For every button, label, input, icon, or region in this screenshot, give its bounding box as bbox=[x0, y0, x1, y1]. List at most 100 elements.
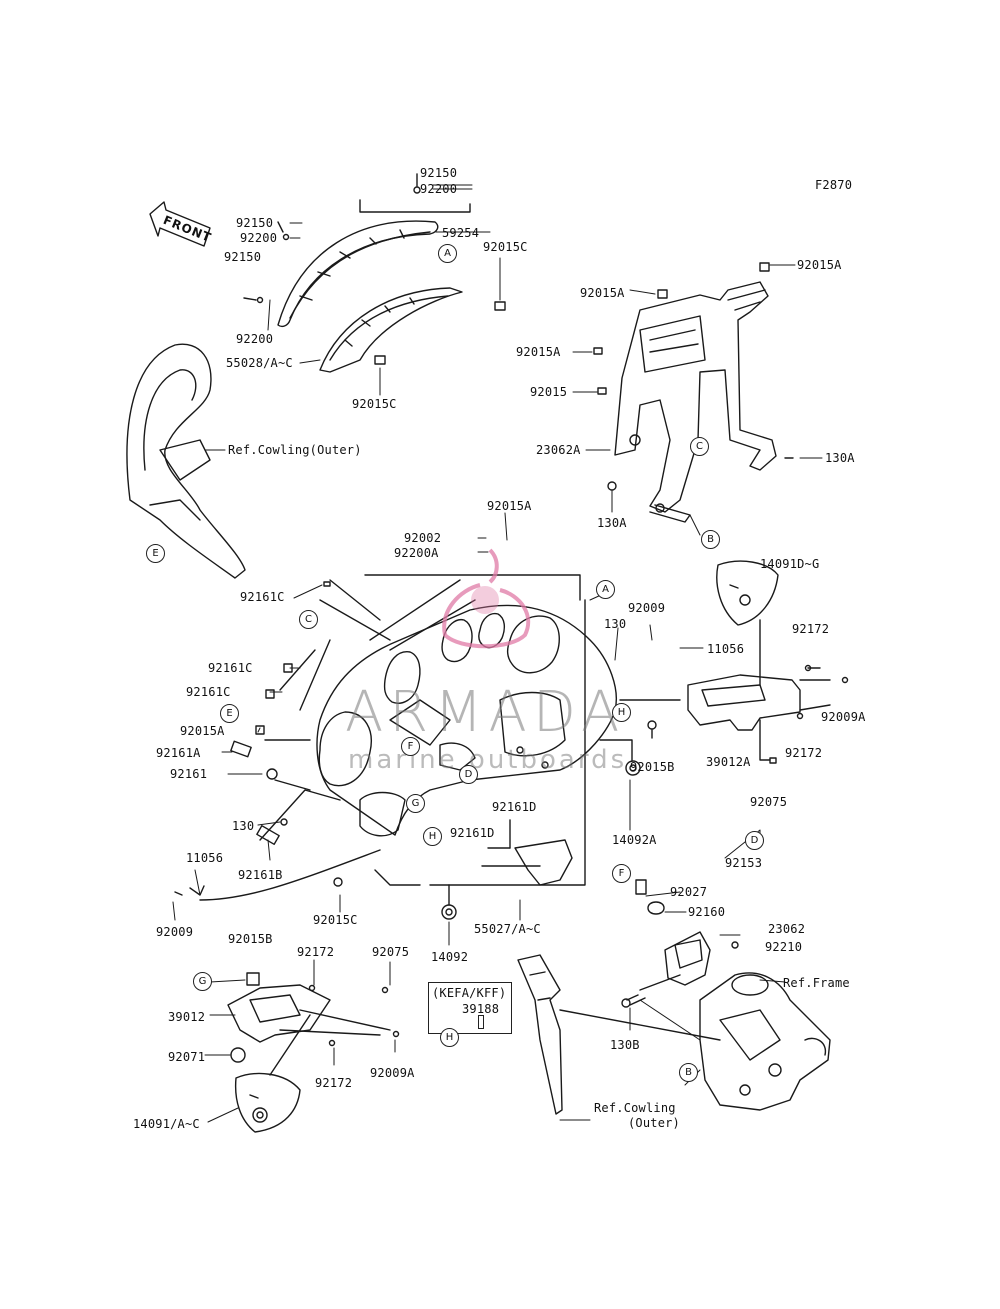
callout-h[interactable]: H bbox=[440, 1028, 459, 1047]
part-label[interactable]: 11056 bbox=[707, 642, 745, 656]
part-label[interactable]: 92161D bbox=[450, 826, 495, 840]
part-label[interactable]: 130A bbox=[597, 516, 627, 530]
part-label[interactable]: 39012 bbox=[168, 1010, 206, 1024]
callout-e[interactable]: E bbox=[146, 544, 165, 563]
part-label[interactable]: 92015A bbox=[580, 286, 625, 300]
callout-b[interactable]: B bbox=[679, 1063, 698, 1082]
part-label[interactable]: 92015A bbox=[797, 258, 842, 272]
callout-e[interactable]: E bbox=[220, 704, 239, 723]
part-label[interactable]: 92015C bbox=[313, 913, 358, 927]
part-label[interactable]: 14091/A~C bbox=[133, 1117, 200, 1131]
watermark-title: ARMADA bbox=[345, 680, 626, 745]
part-label[interactable]: 92015A bbox=[180, 724, 225, 738]
part-label[interactable]: 23062A bbox=[536, 443, 581, 457]
inner-panel-55028 bbox=[319, 287, 506, 373]
part-label[interactable]: 92009A bbox=[821, 710, 866, 724]
part-label[interactable]: 92150 bbox=[420, 166, 458, 180]
part-label[interactable]: 130 bbox=[232, 819, 255, 833]
outer-cowling-reference bbox=[126, 343, 246, 579]
callout-c[interactable]: C bbox=[690, 437, 709, 456]
part-label[interactable]: 92075 bbox=[372, 945, 410, 959]
part-label[interactable]: 92161C bbox=[208, 661, 253, 675]
part-label[interactable]: 92009 bbox=[628, 601, 666, 615]
bracket-23062 bbox=[621, 879, 739, 1008]
part-label[interactable]: 92161 bbox=[170, 767, 208, 781]
part-label[interactable]: 92160 bbox=[688, 905, 726, 919]
main-fairing-frame-lines bbox=[199, 574, 586, 901]
kit-part-icon bbox=[478, 1015, 484, 1029]
part-label[interactable]: 92161A bbox=[156, 746, 201, 760]
part-label[interactable]: 92015A bbox=[487, 499, 532, 513]
part-label[interactable]: 92075 bbox=[750, 795, 788, 809]
part-label[interactable]: 92015C bbox=[483, 240, 528, 254]
frame-bracket-23062A bbox=[593, 262, 794, 523]
figure-code: F2870 bbox=[815, 178, 853, 192]
cowling-strip-outer bbox=[517, 954, 721, 1115]
part-label[interactable]: 92172 bbox=[297, 945, 335, 959]
callout-g[interactable]: G bbox=[406, 794, 425, 813]
part-label[interactable]: 92015B bbox=[630, 760, 675, 774]
part-label[interactable]: 92161C bbox=[186, 685, 231, 699]
part-label[interactable]: 39012A bbox=[706, 755, 751, 769]
callout-f[interactable]: F bbox=[612, 864, 631, 883]
part-label[interactable]: 130B bbox=[610, 1038, 640, 1052]
part-label[interactable]: 92002 bbox=[404, 531, 442, 545]
reference-frame bbox=[699, 972, 831, 1111]
part-label[interactable]: 14092 bbox=[431, 950, 469, 964]
callout-b[interactable]: B bbox=[701, 530, 720, 549]
part-label[interactable]: 130A bbox=[825, 451, 855, 465]
part-label[interactable]: 55028/A~C bbox=[226, 356, 293, 370]
part-label[interactable]: 14092A bbox=[612, 833, 657, 847]
part-label[interactable]: 92161D bbox=[492, 800, 537, 814]
side-panel-92161D bbox=[481, 819, 573, 886]
callout-a[interactable]: A bbox=[438, 244, 457, 263]
callout-c[interactable]: C bbox=[299, 610, 318, 629]
part-label[interactable]: 11056 bbox=[186, 851, 224, 865]
part-label[interactable]: Ref.Cowling bbox=[594, 1101, 676, 1115]
part-label[interactable]: 92015A bbox=[516, 345, 561, 359]
bracket-39012 bbox=[227, 972, 400, 1063]
part-label[interactable]: 92172 bbox=[792, 622, 830, 636]
part-label[interactable]: 92200 bbox=[420, 182, 458, 196]
callout-g[interactable]: G bbox=[193, 972, 212, 991]
part-label[interactable]: 92015 bbox=[530, 385, 568, 399]
callout-f[interactable]: F bbox=[401, 737, 420, 756]
callout-d[interactable]: D bbox=[459, 765, 478, 784]
callout-d[interactable]: D bbox=[745, 831, 764, 850]
callout-h[interactable]: H bbox=[612, 703, 631, 722]
part-label[interactable]: 92150 bbox=[224, 250, 262, 264]
part-label[interactable]: 92015B bbox=[228, 932, 273, 946]
part-label[interactable]: 92172 bbox=[785, 746, 823, 760]
part-label[interactable]: 92161C bbox=[240, 590, 285, 604]
part-label[interactable]: 92200 bbox=[236, 332, 274, 346]
leader-lines bbox=[172, 184, 823, 1123]
part-label[interactable]: 92150 bbox=[236, 216, 274, 230]
part-label[interactable]: 92071 bbox=[168, 1050, 206, 1064]
part-label[interactable]: 92172 bbox=[315, 1076, 353, 1090]
part-label[interactable]: 14091D~G bbox=[760, 557, 820, 571]
part-label[interactable]: (Outer) bbox=[628, 1116, 680, 1130]
windshield-trim-59254 bbox=[277, 220, 439, 328]
part-label[interactable]: 92009A bbox=[370, 1066, 415, 1080]
kit-box-part[interactable]: 39188 bbox=[462, 1002, 500, 1016]
part-label[interactable]: Ref.Frame bbox=[783, 976, 850, 990]
part-label[interactable]: 92009 bbox=[156, 925, 194, 939]
callout-h[interactable]: H bbox=[423, 827, 442, 846]
part-label[interactable]: 130 bbox=[604, 617, 627, 631]
kit-box bbox=[428, 982, 512, 1034]
part-label[interactable]: 59254 bbox=[442, 226, 480, 240]
kit-box-title: (KEFA/KFF) bbox=[432, 986, 507, 1000]
part-label[interactable]: 92027 bbox=[670, 885, 708, 899]
part-label[interactable]: 92200A bbox=[394, 546, 439, 560]
part-label[interactable]: 92153 bbox=[725, 856, 763, 870]
part-label[interactable]: 55027/A~C bbox=[474, 922, 541, 936]
part-label[interactable]: Ref.Cowling(Outer) bbox=[228, 443, 362, 457]
watermark-logo-icon bbox=[442, 548, 531, 649]
part-label[interactable]: 92161B bbox=[238, 868, 283, 882]
part-label[interactable]: 23062 bbox=[768, 922, 806, 936]
part-label[interactable]: 92015C bbox=[352, 397, 397, 411]
part-label[interactable]: 92200 bbox=[240, 231, 278, 245]
callout-a[interactable]: A bbox=[596, 580, 615, 599]
part-label[interactable]: 92210 bbox=[765, 940, 803, 954]
